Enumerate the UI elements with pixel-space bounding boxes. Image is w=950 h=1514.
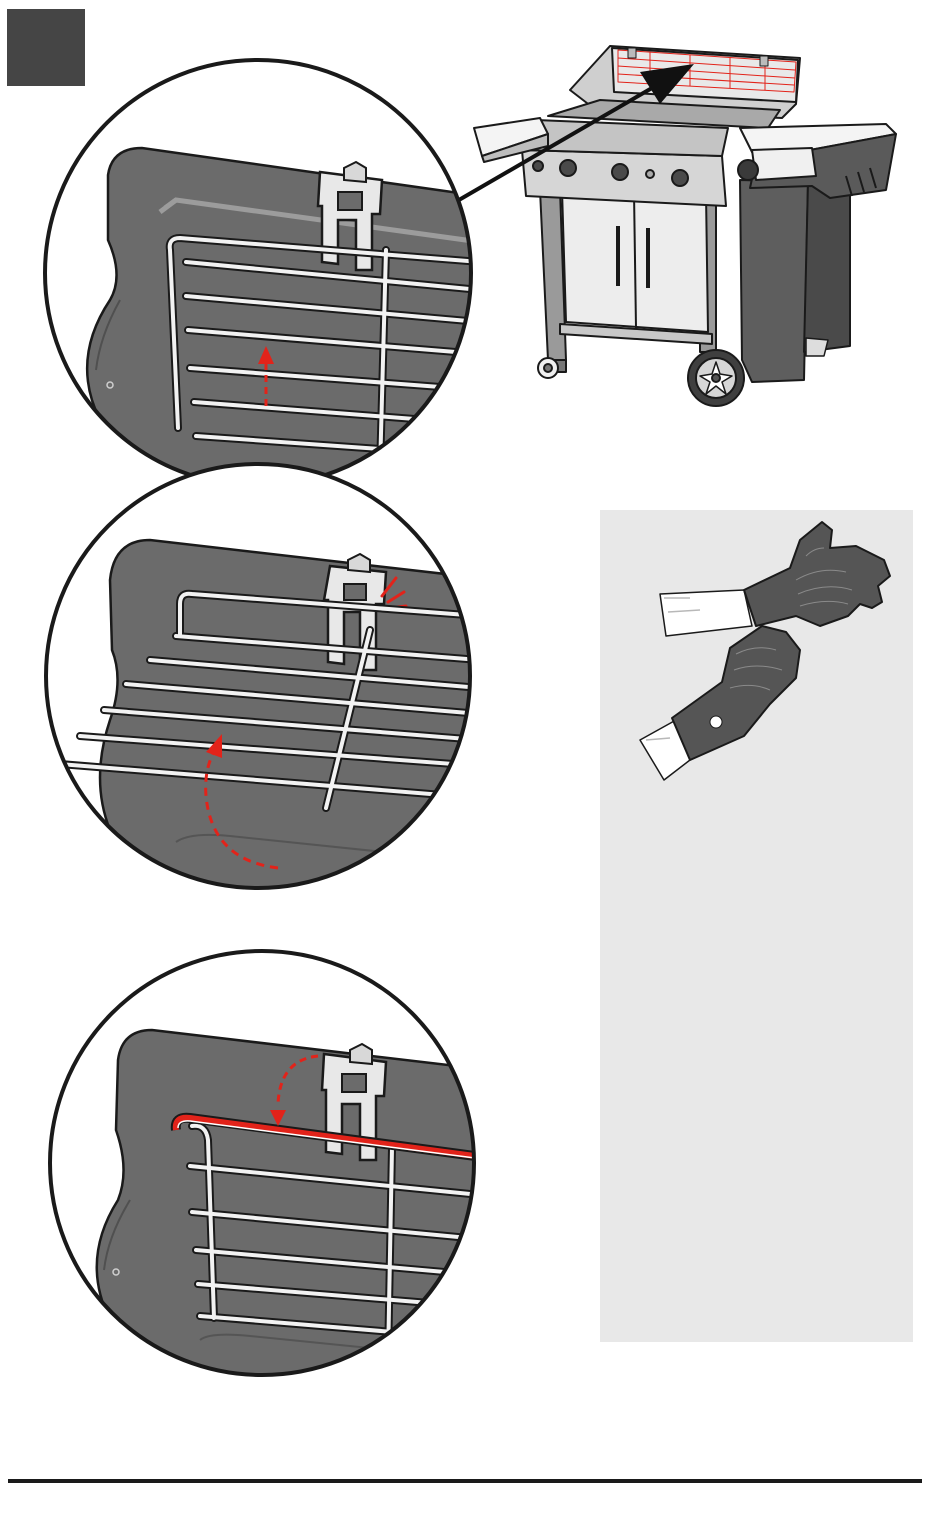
gas-grill-illustration: [474, 46, 896, 406]
warming-rack-fold-detail: [40, 460, 480, 900]
warming-rack-lift-detail: [40, 55, 480, 495]
warming-rack-stowed-detail: [45, 945, 490, 1385]
step-number-badge: [7, 9, 85, 86]
